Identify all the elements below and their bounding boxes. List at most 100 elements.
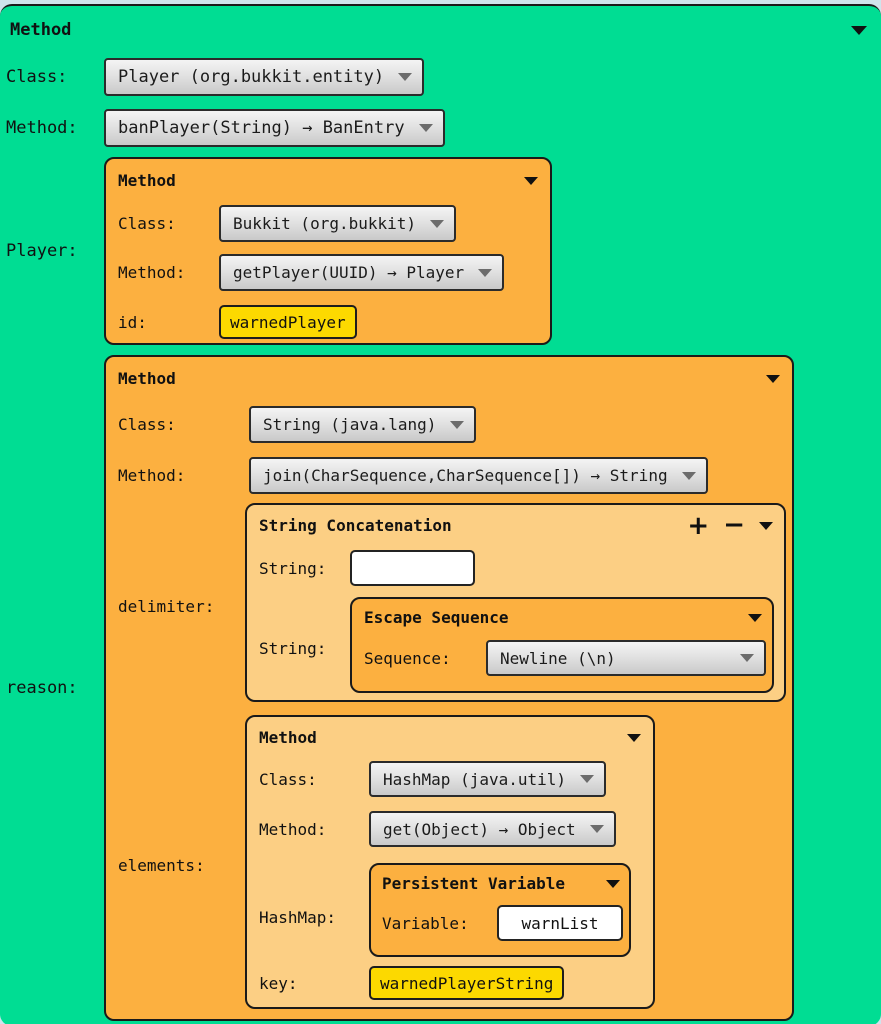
minus-icon[interactable]: − [723,509,745,540]
player-block-header[interactable]: Method [118,171,538,190]
persistent-var-title: Persistent Variable [382,874,566,893]
persistent-variable-block[interactable]: Persistent Variable Variable: warnList [369,863,631,957]
root-player-arg-label: Player: [6,241,78,261]
persistent-var-field[interactable]: warnList [497,905,623,941]
hashmap-method-dropdown-value: get(Object) → Object [383,819,576,839]
hashmap-method-block[interactable]: Method Class: HashMap (java.util) Method… [245,715,655,1009]
player-id-label: id: [118,312,147,332]
concat-string-label-1: String: [259,558,327,578]
reason-class-dropdown-value: String (java.lang) [263,415,437,434]
persistent-var-controls[interactable] [606,879,620,888]
escape-block-title: Escape Sequence [364,608,509,627]
player-class-dropdown[interactable]: Bukkit (org.bukkit) [219,205,457,242]
chevron-down-icon [580,775,595,783]
root-header-controls[interactable] [851,25,867,35]
player-class-label: Class: [118,214,176,233]
root-reason-arg-label: reason: [6,678,78,698]
player-class-dropdown-value: Bukkit (org.bukkit) [233,214,417,233]
player-method-dropdown-value: getPlayer(UUID) → Player [233,263,465,282]
reason-header-controls[interactable] [766,374,780,383]
chevron-down-icon[interactable] [766,374,780,383]
root-class-label: Class: [6,67,68,87]
root-method-block[interactable]: Method Class: Player (org.bukkit.entity)… [0,4,881,1024]
reason-delimiter-arg-label: delimiter: [118,597,215,616]
hashmap-key-field[interactable]: warnedPlayerString [369,966,565,1000]
persistent-var-header[interactable]: Persistent Variable [382,874,620,893]
player-method-row: Method: getPlayer(UUID) → Player [118,254,505,291]
concat-block-title: String Concatenation [259,516,452,535]
chevron-down-icon [740,654,754,662]
hashmap-class-row: Class: HashMap (java.util) [259,761,607,797]
escape-block-header[interactable]: Escape Sequence [364,608,762,627]
concat-header-controls[interactable]: + − [687,509,773,541]
reason-method-dropdown[interactable]: join(CharSequence,CharSequence[]) → Stri… [249,457,708,494]
concat-string-row-1: String: [259,550,475,586]
hashmap-block-header[interactable]: Method [259,728,641,747]
chevron-down-icon[interactable] [759,521,773,530]
hashmap-block-title: Method [259,728,317,747]
reason-class-label: Class: [118,415,176,434]
root-method-dropdown-value: banPlayer(String) → BanEntry [118,118,405,138]
player-method-dropdown[interactable]: getPlayer(UUID) → Player [219,254,505,291]
chevron-down-icon[interactable] [748,613,762,622]
root-method-row: Method: banPlayer(String) → BanEntry [6,109,445,147]
root-method-label: Method: [6,118,78,138]
root-block-title: Method [10,20,72,40]
root-class-dropdown[interactable]: Player (org.bukkit.entity) [104,58,425,96]
concat-string-field-1[interactable] [350,550,475,586]
chevron-down-icon[interactable] [627,733,641,742]
player-block-title: Method [118,171,176,190]
reason-method-block[interactable]: Method Class: String (java.lang) Method:… [104,355,794,1021]
escape-sequence-row: Sequence: Newline (\n) [364,640,766,676]
chevron-down-icon[interactable] [851,25,867,35]
chevron-down-icon[interactable] [524,176,538,185]
chevron-down-icon [418,124,433,132]
player-header-controls[interactable] [524,176,538,185]
hashmap-method-row: Method: get(Object) → Object [259,811,616,847]
reason-method-label: Method: [118,466,186,485]
reason-class-row: Class: String (java.lang) [118,406,477,443]
player-class-row: Class: Bukkit (org.bukkit) [118,205,457,242]
root-class-dropdown-value: Player (org.bukkit.entity) [118,67,385,87]
persistent-var-value: warnList [521,913,599,933]
reason-elements-arg-label: elements: [118,856,205,875]
hashmap-method-dropdown[interactable]: get(Object) → Object [369,811,616,847]
chevron-down-icon [450,420,465,429]
hashmap-key-label: key: [259,973,298,993]
hashmap-key-value: warnedPlayerString [380,973,554,993]
player-id-row: id: warnedPlayer [118,305,357,339]
concat-string-label-2: String: [259,639,327,658]
chevron-down-icon [398,73,413,81]
hashmap-class-dropdown[interactable]: HashMap (java.util) [369,761,607,797]
reason-block-header[interactable]: Method [118,369,780,388]
persistent-var-label: Variable: [382,913,469,933]
reason-block-title: Method [118,369,176,388]
root-block-header[interactable]: Method [10,20,867,40]
root-method-dropdown[interactable]: banPlayer(String) → BanEntry [104,109,445,147]
escape-sequence-block[interactable]: Escape Sequence Sequence: Newline (\n) [350,597,774,693]
hashmap-class-label: Class: [259,769,317,789]
player-method-block[interactable]: Method Class: Bukkit (org.bukkit) Method… [104,157,552,345]
concat-block-header[interactable]: String Concatenation + − [259,509,773,541]
hashmap-arg-label: HashMap: [259,908,337,927]
hashmap-method-label: Method: [259,819,327,839]
persistent-var-row: Variable: warnList [382,905,623,941]
escape-sequence-dropdown[interactable]: Newline (\n) [486,640,766,676]
escape-header-controls[interactable] [748,613,762,622]
reason-class-dropdown[interactable]: String (java.lang) [249,406,477,443]
chevron-down-icon [589,825,604,833]
hashmap-class-dropdown-value: HashMap (java.util) [383,769,567,789]
escape-sequence-label: Sequence: [364,648,451,668]
chevron-down-icon [478,268,493,277]
hashmap-key-row: key: warnedPlayerString [259,966,565,1000]
hashmap-header-controls[interactable] [627,733,641,742]
player-id-field[interactable]: warnedPlayer [219,305,357,339]
reason-method-dropdown-value: join(CharSequence,CharSequence[]) → Stri… [263,466,668,485]
plus-icon[interactable]: + [687,510,710,541]
root-class-row: Class: Player (org.bukkit.entity) [6,58,425,96]
chevron-down-icon [681,471,696,480]
chevron-down-icon [430,219,445,228]
chevron-down-icon[interactable] [606,879,620,888]
string-concatenation-block[interactable]: String Concatenation + − String: String: [245,503,786,702]
